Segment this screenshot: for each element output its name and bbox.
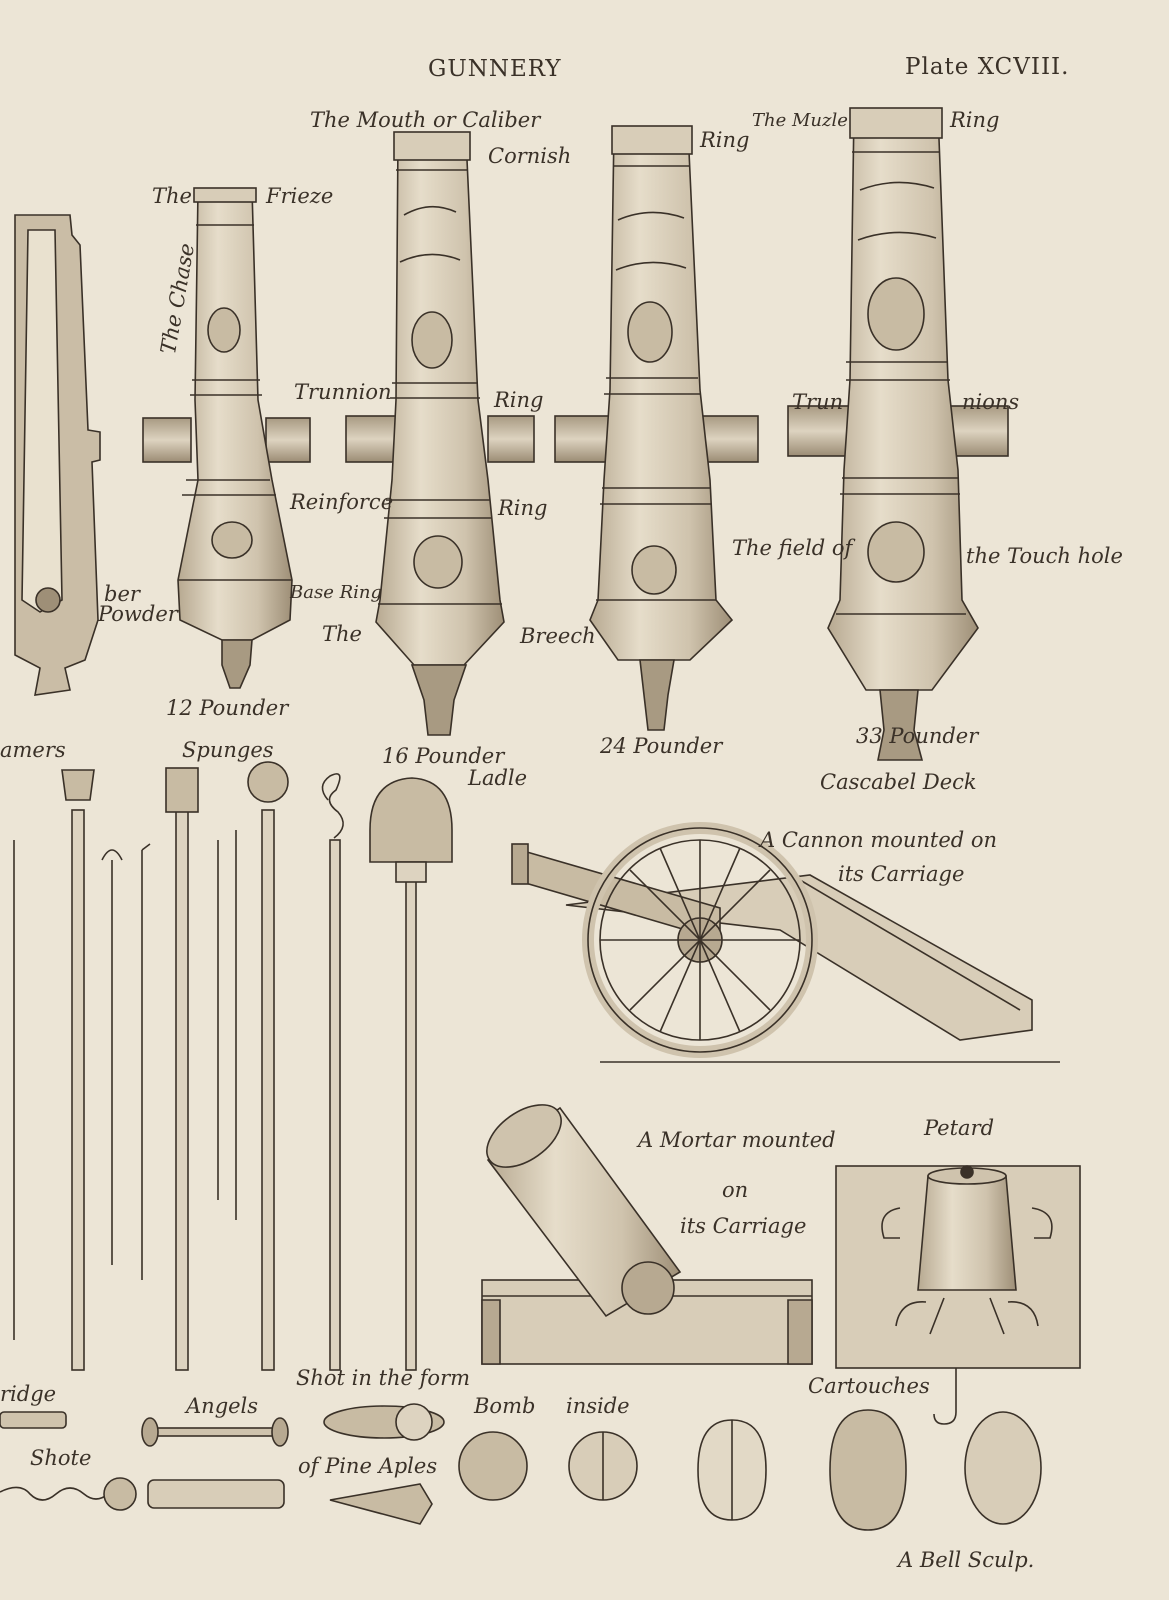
label-cascabel: Cascabel Deck xyxy=(820,770,977,794)
label-24-pounder: 24 Pounder xyxy=(600,734,723,758)
label-12-pounder: 12 Pounder xyxy=(166,696,289,720)
mortar-on-carriage xyxy=(481,1104,813,1365)
cannon-section-left xyxy=(14,214,101,696)
label-spunges: Spunges xyxy=(182,738,274,762)
label-ring-16b: Ring xyxy=(498,496,548,520)
label-touch-hole: the Touch hole xyxy=(966,544,1123,568)
label-ring-33: Ring xyxy=(950,108,1000,132)
label-reinforce: Reinforce xyxy=(290,490,394,514)
label-trun: Trun xyxy=(792,390,844,414)
label-33-pounder: 33 Pounder xyxy=(856,724,979,748)
label-ring-16a: Ring xyxy=(494,388,544,412)
label-nions: nions xyxy=(962,390,1020,414)
label-base-ring: Base Ring xyxy=(290,582,382,603)
label-cartouches: Cartouches xyxy=(808,1374,930,1398)
cannon-24-pounder xyxy=(554,125,759,731)
label-shote: Shote xyxy=(30,1446,92,1470)
label-ladle: Ladle xyxy=(468,766,528,790)
label-ber: ber xyxy=(104,582,140,606)
cannon-on-carriage xyxy=(511,822,1060,1063)
label-cannon-mounted: A Cannon mounted on xyxy=(760,828,998,852)
shot-types xyxy=(0,1403,1042,1531)
label-powder: Powder xyxy=(98,602,178,626)
label-ring-24: Ring xyxy=(700,128,750,152)
label-frieze: Frieze xyxy=(266,184,334,208)
cannon-16-pounder xyxy=(345,131,535,736)
label-field-of: The field of xyxy=(732,536,853,560)
engraver-signature: A Bell Sculp. xyxy=(898,1548,1035,1572)
petard xyxy=(835,1165,1081,1425)
label-pine-aples: of Pine Aples xyxy=(298,1454,438,1478)
plate-number: Plate XCVIII. xyxy=(905,54,1070,80)
label-cornish: Cornish xyxy=(488,144,572,168)
label-inside: inside xyxy=(566,1394,630,1418)
cannon-12-pounder xyxy=(142,187,311,689)
tools-rammers-spunges xyxy=(13,761,453,1371)
label-bomb: Bomb xyxy=(474,1394,536,1418)
label-breech: Breech xyxy=(520,624,596,648)
label-mortar-carriage: its Carriage xyxy=(680,1214,807,1238)
cannon-33-pounder xyxy=(787,107,1009,761)
label-petard: Petard xyxy=(924,1116,995,1140)
label-trunnion: Trunnion xyxy=(294,380,392,404)
label-the: The xyxy=(152,184,192,208)
label-cartridge: ridge xyxy=(0,1382,57,1406)
label-mouth-caliber: The Mouth or Caliber xyxy=(310,108,541,132)
label-cannon-carriage: its Carriage xyxy=(838,862,965,886)
label-16-pounder: 16 Pounder xyxy=(382,744,505,768)
label-rammers: amers xyxy=(0,738,66,762)
label-angels: Angels xyxy=(186,1394,259,1418)
label-mortar-on: on xyxy=(722,1178,749,1202)
label-mortar-mounted: A Mortar mounted xyxy=(638,1128,836,1152)
label-the-breech: The xyxy=(322,622,362,646)
plate-title: GUNNERY xyxy=(428,56,562,82)
label-shot-form: Shot in the form xyxy=(296,1366,471,1390)
label-muzzle: The Muzle xyxy=(752,110,848,131)
